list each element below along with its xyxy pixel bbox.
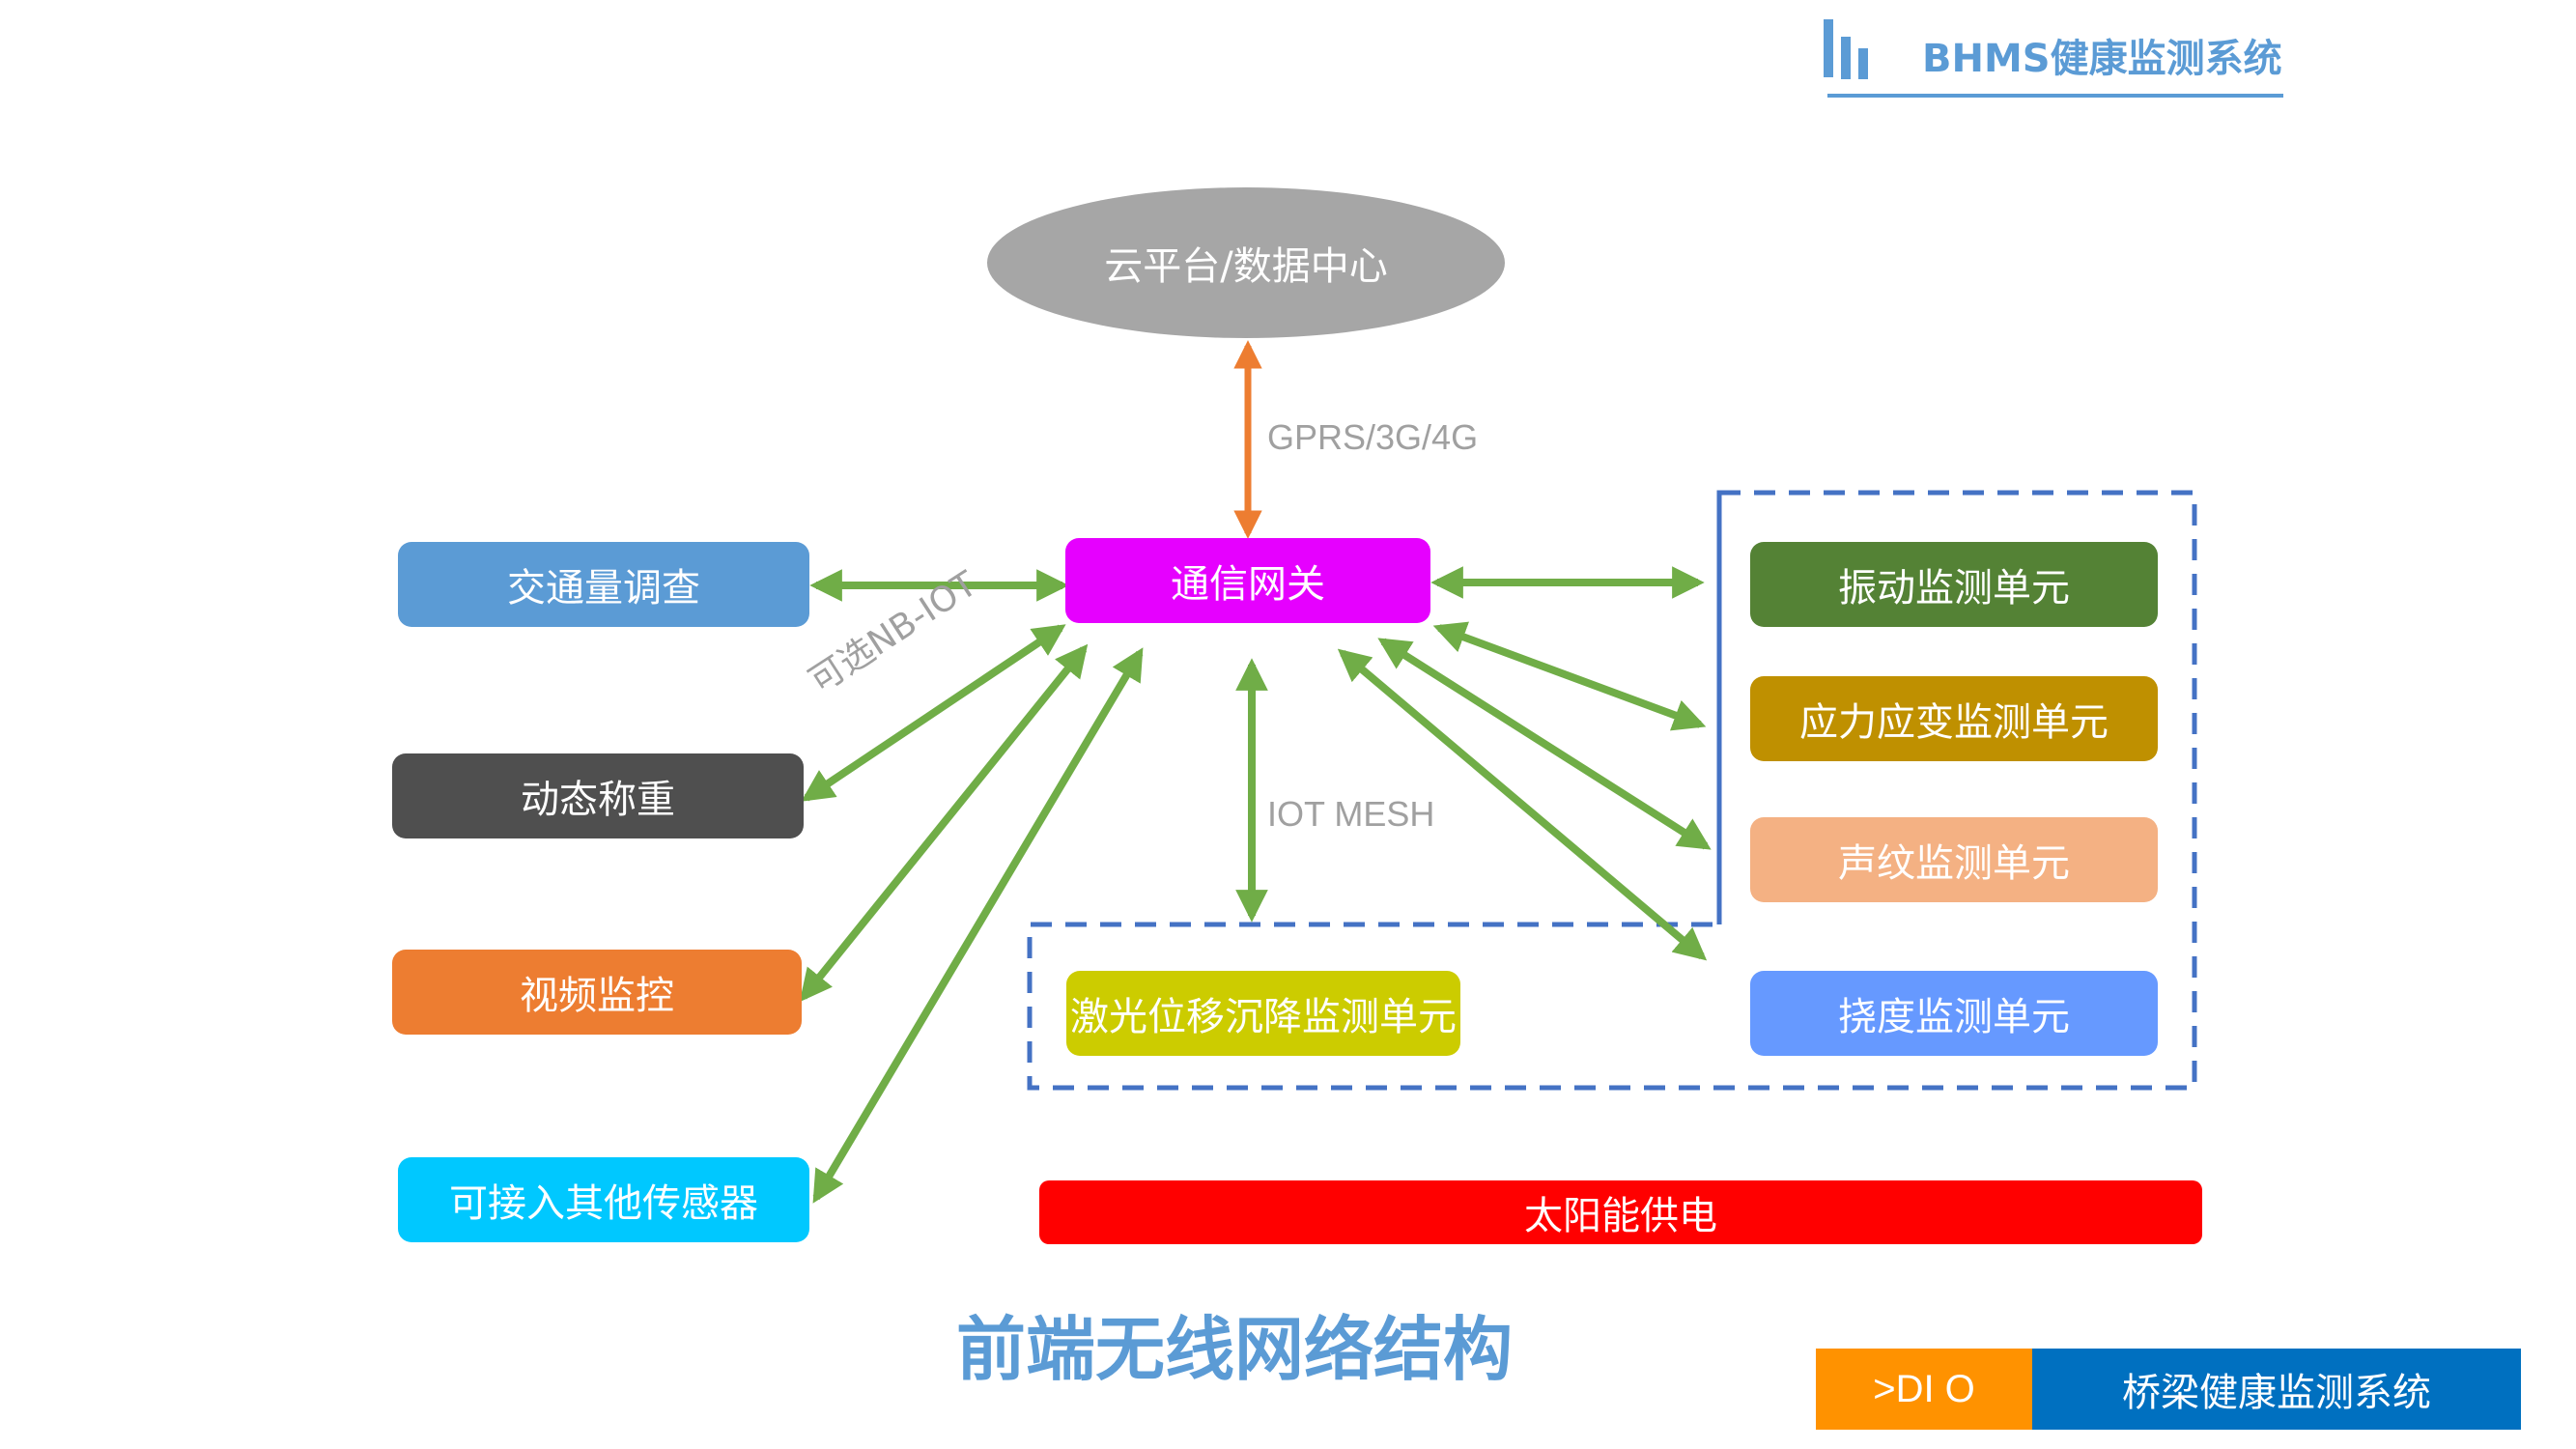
logo-bar-icon — [1858, 48, 1868, 79]
unit-laser-settlement: 激光位移沉降监测单元 — [1066, 971, 1460, 1056]
unit-deflection: 挠度监测单元 — [1750, 971, 2158, 1056]
unit-other-sensors: 可接入其他传感器 — [398, 1157, 809, 1242]
diagram-title: 前端无线网络结构 — [956, 1309, 1514, 1390]
unit-stress-strain: 应力应变监测单元 — [1750, 676, 2158, 761]
unit-vibration: 振动监测单元 — [1750, 542, 2158, 627]
solar-power-bar: 太阳能供电 — [1039, 1180, 2202, 1244]
link-stress — [1432, 621, 1707, 731]
link-deflection — [1337, 648, 1708, 961]
footer-system-label: 桥梁健康监测系统 — [2032, 1349, 2521, 1430]
cloud-platform-node: 云平台/数据中心 — [987, 187, 1505, 338]
unit-acoustic: 声纹监测单元 — [1750, 817, 2158, 902]
unit-video-monitoring: 视频监控 — [392, 950, 802, 1035]
mesh-label: IOT MESH — [1267, 794, 1435, 834]
footer-brand-label: >DI O — [1816, 1349, 2032, 1430]
logo-bar-icon — [1824, 19, 1833, 77]
gateway-node: 通信网关 — [1065, 538, 1430, 623]
unit-traffic-survey: 交通量调查 — [398, 542, 809, 627]
cloud-link-label: GPRS/3G/4G — [1267, 417, 1479, 457]
link-other-sensors — [812, 647, 1144, 1204]
logo-bar-icon — [1841, 37, 1851, 79]
header-title: BHMS健康监测系统 — [1922, 37, 2282, 81]
header-divider — [1827, 94, 2283, 98]
unit-dynamic-weighing: 动态称重 — [392, 753, 804, 838]
